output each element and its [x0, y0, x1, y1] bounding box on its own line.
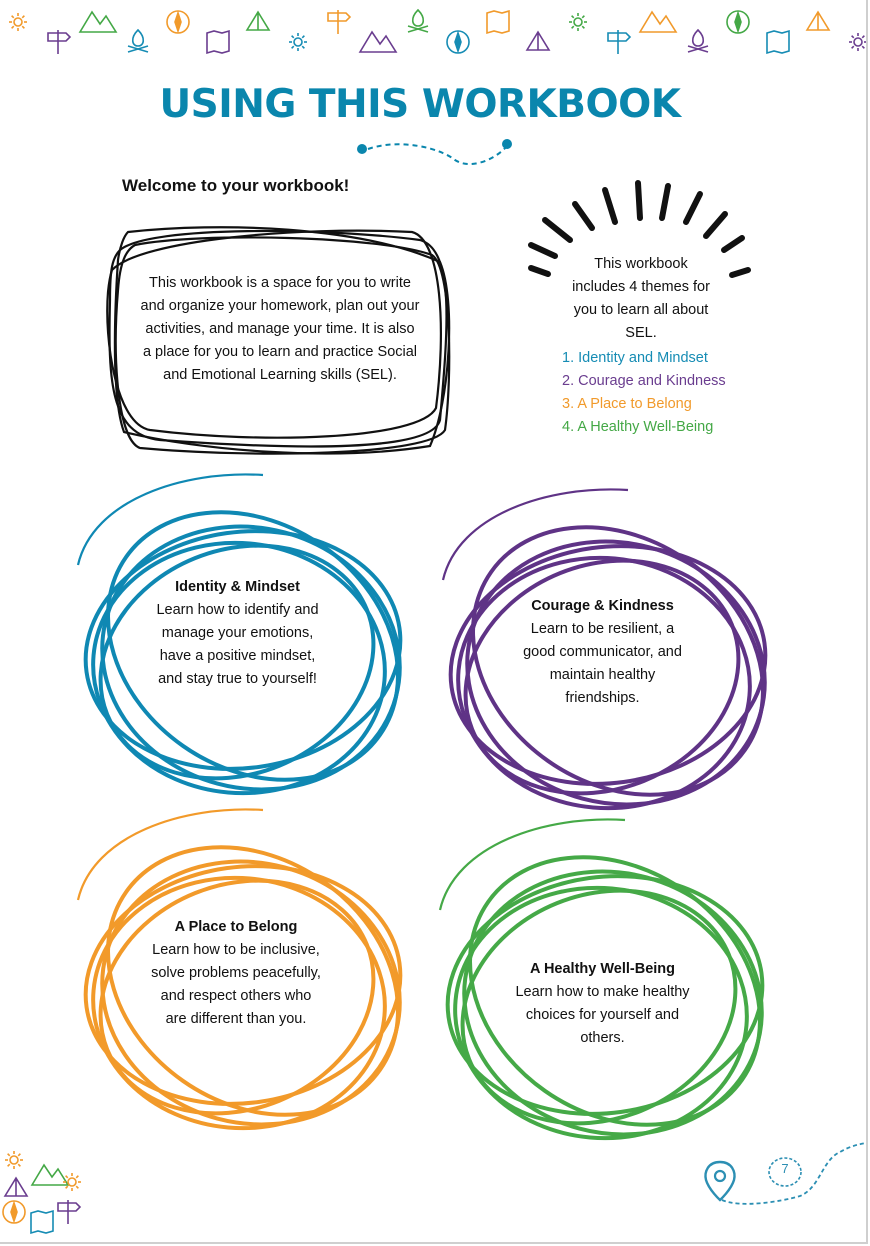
scribble-loop — [471, 525, 765, 797]
signpost-icon — [57, 1200, 82, 1224]
map-icon — [30, 1209, 54, 1235]
scribble-tail — [441, 488, 629, 581]
compass-icon — [446, 30, 470, 54]
map-icon — [486, 9, 510, 35]
intro-scribble-box — [106, 226, 451, 455]
scribble-loop — [456, 555, 752, 811]
signpost-icon — [607, 30, 632, 54]
scribble-tail — [438, 818, 626, 911]
tent-icon — [3, 1176, 29, 1197]
campfire-icon — [127, 28, 149, 53]
courage-circle-scribble — [441, 488, 768, 811]
scribble-loop — [448, 544, 768, 786]
sun-icon — [5, 1151, 23, 1169]
campfire-icon — [687, 28, 709, 53]
burst-rays — [528, 180, 751, 278]
theme-number: 2. — [562, 373, 575, 389]
map-icon — [766, 29, 790, 55]
theme-label: Courage and Kindness — [578, 373, 726, 389]
campfire-icon — [407, 8, 429, 33]
sun-icon — [63, 1173, 81, 1191]
circle-body: Learn how to be inclusive, solve problem… — [151, 942, 321, 1027]
compass-icon — [2, 1200, 26, 1224]
circle-heading: A Place to Belong — [174, 919, 298, 935]
theme-label: A Place to Belong — [577, 396, 692, 412]
tent-icon — [805, 10, 831, 31]
tent-icon — [525, 30, 551, 51]
courage-circle-text: Courage & Kindness Learn to be resilient… — [520, 595, 685, 710]
theme-list-item: 1. Identity and Mindset — [562, 347, 726, 370]
title-squiggle — [357, 139, 512, 165]
theme-number: 1. — [562, 350, 575, 366]
scribble-tail — [76, 808, 264, 901]
scribble-loop — [468, 855, 762, 1127]
belong-circle-scribble — [76, 808, 403, 1131]
theme-number: 4. — [562, 419, 575, 435]
signpost-icon — [327, 10, 352, 34]
belong-circle-text: A Place to Belong Learn how to be inclus… — [150, 916, 322, 1031]
circle-body: Learn how to identify and manage your em… — [156, 602, 319, 687]
wellbeing-circle-scribble — [438, 818, 765, 1141]
intro-text: This workbook is a space for you to writ… — [140, 275, 420, 383]
scribble-loop — [445, 874, 765, 1116]
theme-number: 3. — [562, 396, 575, 412]
scribble-loop — [453, 885, 749, 1141]
theme-label: A Healthy Well-Being — [577, 419, 714, 435]
theme-list-item: 3. A Place to Belong — [562, 393, 726, 416]
sun-icon — [289, 33, 307, 51]
sun-icon — [849, 33, 866, 51]
compass-icon — [726, 10, 750, 34]
sun-icon — [569, 13, 587, 31]
location-pin-icon — [704, 1160, 736, 1202]
page-number: 7 — [781, 1161, 789, 1176]
map-icon — [206, 29, 230, 55]
scribble-tail — [76, 473, 264, 566]
themes-intro-text: This workbook includes 4 themes for you … — [572, 256, 710, 341]
theme-list-item: 4. A Healthy Well-Being — [562, 416, 726, 439]
scribble-loop — [91, 875, 387, 1131]
circle-body: Learn how to make healthy choices for yo… — [515, 984, 690, 1046]
page-number-circle — [768, 1157, 802, 1187]
circle-body: Learn to be resilient, a good communicat… — [523, 621, 682, 706]
welcome-heading: Welcome to your workbook! — [122, 176, 350, 195]
identity-circle-scribble — [76, 473, 403, 796]
circle-heading: Courage & Kindness — [531, 598, 674, 614]
scribble-loop — [106, 510, 400, 782]
mountain-icon — [358, 30, 398, 53]
mountain-icon — [30, 1163, 70, 1186]
tent-icon — [245, 10, 271, 31]
circle-heading: Identity & Mindset — [175, 579, 300, 595]
sun-icon — [9, 13, 27, 31]
signpost-icon — [47, 30, 72, 54]
compass-icon — [166, 10, 190, 34]
circle-heading: A Healthy Well-Being — [529, 961, 676, 977]
scribble-loop — [83, 529, 403, 771]
page-title: USING THIS WORKBOOK — [159, 82, 681, 127]
scribble-loop — [106, 845, 400, 1117]
theme-list-item: 2. Courage and Kindness — [562, 370, 726, 393]
mountain-icon — [638, 10, 678, 33]
scribble-loop — [83, 864, 403, 1106]
mountain-icon — [78, 10, 118, 33]
scribble-loop — [91, 540, 387, 796]
identity-circle-text: Identity & Mindset Learn how to identify… — [155, 576, 320, 691]
theme-list: 1. Identity and Mindset 2. Courage and K… — [562, 347, 726, 439]
wellbeing-circle-text: A Healthy Well-Being Learn how to make h… — [515, 958, 690, 1050]
theme-label: Identity and Mindset — [578, 350, 708, 366]
